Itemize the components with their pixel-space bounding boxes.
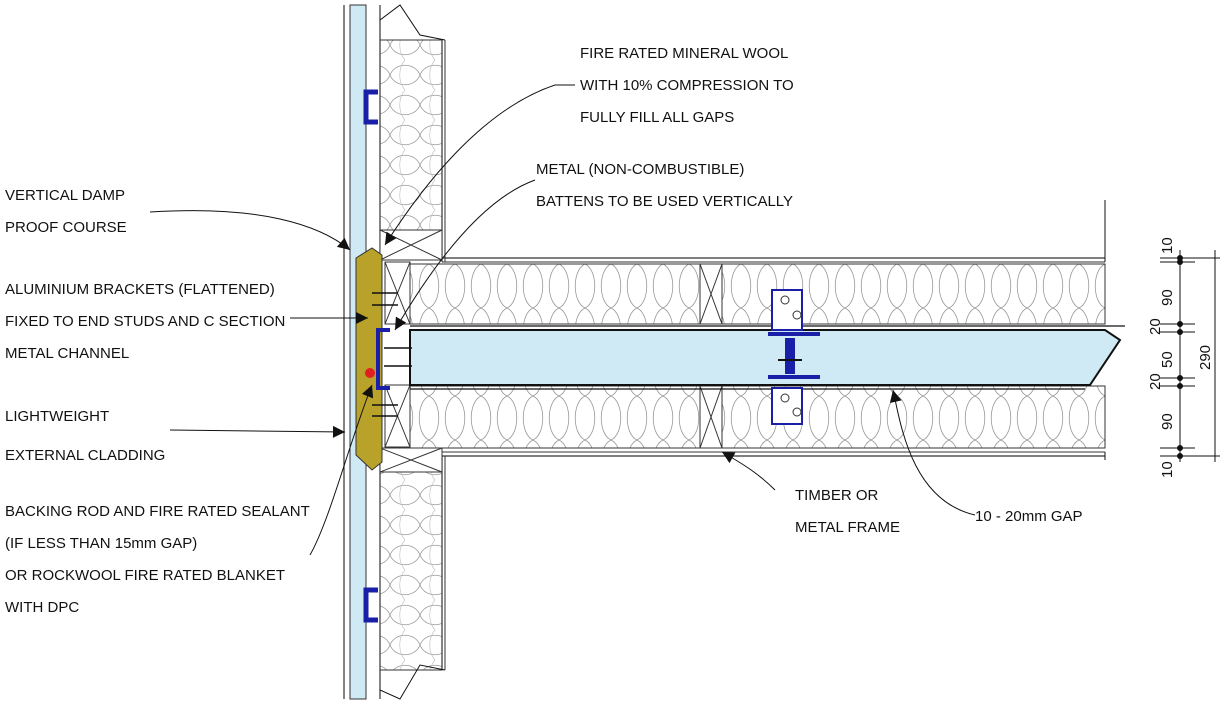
cladding-bracket-upper <box>363 89 378 125</box>
bracket-screws <box>372 292 412 417</box>
svg-text:FIXED TO END STUDS AND C SECTI: FIXED TO END STUDS AND C SECTION <box>5 313 285 330</box>
svg-text:METAL CHANNEL: METAL CHANNEL <box>5 345 129 362</box>
label-brackets: ALUMINIUM BRACKETS (FLATTENED) FIXED TO … <box>5 281 285 362</box>
label-mineral-wool: FIRE RATED MINERAL WOOL WITH 10% COMPRES… <box>580 45 794 126</box>
label-frame: TIMBER OR METAL FRAME <box>795 487 900 536</box>
svg-text:EXTERNAL CLADDING: EXTERNAL CLADDING <box>5 447 165 464</box>
svg-text:OR ROCKWOOL FIRE RATED BLANKET: OR ROCKWOOL FIRE RATED BLANKET <box>5 567 285 584</box>
svg-text:METAL FRAME: METAL FRAME <box>795 519 900 536</box>
dim-90-top: 90 <box>1159 289 1176 306</box>
label-gap: 10 - 20mm GAP <box>975 508 1083 525</box>
dim-20-top: 20 <box>1147 318 1164 335</box>
sealant-dot <box>365 368 375 378</box>
label-sealant: BACKING ROD AND FIRE RATED SEALANT (IF L… <box>5 503 310 616</box>
svg-text:TIMBER OR: TIMBER OR <box>795 487 879 504</box>
central-connection-plate <box>768 289 820 425</box>
end-studs <box>379 229 443 473</box>
svg-text:FULLY FILL ALL GAPS: FULLY FILL ALL GAPS <box>580 109 734 126</box>
c-section-channel <box>376 328 390 390</box>
dim-10-bottom: 10 <box>1159 461 1176 478</box>
svg-text:WITH 10% COMPRESSION TO: WITH 10% COMPRESSION TO <box>580 77 794 94</box>
svg-text:WITH DPC: WITH DPC <box>5 599 79 616</box>
dim-total-290: 290 <box>1197 345 1214 370</box>
horizontal-wall <box>409 200 1125 460</box>
vertical-wall-insulation <box>379 4 446 700</box>
svg-text:10 - 20mm GAP: 10 - 20mm GAP <box>975 508 1083 525</box>
dim-20-bottom: 20 <box>1147 373 1164 390</box>
svg-text:METAL (NON-COMBUSTIBLE): METAL (NON-COMBUSTIBLE) <box>536 161 744 178</box>
cladding-bracket-lower <box>363 587 378 623</box>
svg-text:VERTICAL DAMP: VERTICAL DAMP <box>5 187 125 204</box>
leader-lines <box>149 84 976 556</box>
dim-10-top: 10 <box>1159 237 1176 254</box>
label-damp-proof: VERTICAL DAMP PROOF COURSE <box>5 187 127 236</box>
svg-text:BACKING ROD AND FIRE RATED SEA: BACKING ROD AND FIRE RATED SEALANT <box>5 503 310 520</box>
label-cladding: LIGHTWEIGHT EXTERNAL CLADDING <box>5 408 165 464</box>
svg-text:(IF LESS THAN 15mm GAP): (IF LESS THAN 15mm GAP) <box>5 535 197 552</box>
svg-text:PROOF COURSE: PROOF COURSE <box>5 219 127 236</box>
svg-text:LIGHTWEIGHT: LIGHTWEIGHT <box>5 408 109 425</box>
dim-90-bottom: 90 <box>1159 413 1176 430</box>
svg-text:ALUMINIUM BRACKETS (FLATTENED): ALUMINIUM BRACKETS (FLATTENED) <box>5 281 275 298</box>
damp-proof-course <box>355 247 383 471</box>
dim-50: 50 <box>1159 351 1176 368</box>
dimension-labels: 10 90 20 50 20 90 10 290 <box>1147 237 1214 478</box>
label-metal-battens: METAL (NON-COMBUSTIBLE) BATTENS TO BE US… <box>536 161 793 210</box>
svg-text:FIRE RATED MINERAL WOOL: FIRE RATED MINERAL WOOL <box>580 45 788 62</box>
svg-text:BATTENS TO BE USED VERTICALLY: BATTENS TO BE USED VERTICALLY <box>536 193 793 210</box>
